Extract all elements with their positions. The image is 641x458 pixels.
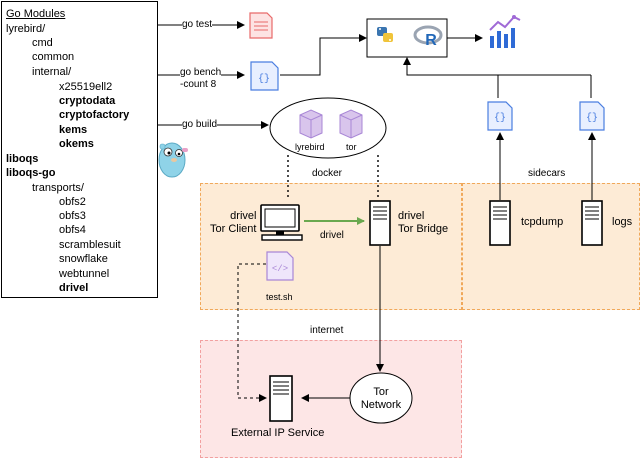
tcpdump-server-icon — [489, 200, 511, 246]
tree-item: obfs2 — [59, 196, 86, 208]
bench-to-analysis-edge — [280, 34, 367, 76]
tree-item: liboqs-go — [6, 167, 56, 179]
tree-item: liboqs — [6, 153, 39, 165]
client-label: drivel Tor Client — [210, 210, 257, 235]
tree-item: cmd — [32, 37, 53, 49]
external-service-label: External IP Service — [231, 427, 325, 439]
go-bench-label: go bench -count 8 — [180, 67, 222, 91]
bridge-server-icon — [369, 200, 391, 246]
gopher-icon — [158, 142, 188, 178]
bridge-label: drivel Tor Bridge — [398, 210, 449, 235]
tcpdump-label: tcpdump — [521, 216, 564, 228]
svg-text:</>: </> — [272, 264, 288, 274]
tree-item: common — [32, 51, 75, 63]
tree-title: Go Modules — [6, 8, 66, 20]
lyrebird-package-icon — [299, 109, 323, 139]
tree-item: snowflake — [59, 253, 108, 265]
svg-text:{}: {} — [258, 73, 270, 85]
svg-text:{}: {} — [586, 112, 598, 124]
tree-item: transports/ — [32, 182, 84, 194]
tree-item: internal/ — [32, 66, 72, 78]
sidecar-to-analysis-edge — [403, 57, 499, 98]
script-label: test.sh — [266, 292, 293, 302]
script-doc-icon: </> — [266, 251, 294, 281]
tree-item: lyrebird/ — [6, 23, 46, 35]
bench-results-doc-icon: {} — [250, 61, 279, 91]
go-modules-tree: Go Modules lyrebird/ cmd common internal… — [1, 1, 158, 298]
tor-package-label: tor — [346, 142, 357, 152]
svg-text:{}: {} — [494, 112, 506, 124]
logs-server-icon — [581, 200, 603, 246]
tree-item: cryptodata — [59, 95, 116, 107]
analytics-chart-icon — [489, 15, 521, 48]
test-results-doc-icon — [249, 12, 273, 39]
go-build-label: go build — [182, 119, 218, 131]
tree-item: okems — [59, 138, 94, 150]
tree-item: drivel — [59, 282, 89, 294]
tree-item: cryptofactory — [59, 109, 130, 121]
tor-package-icon — [339, 109, 363, 139]
drivel-edge-label: drivel — [320, 230, 344, 241]
tree-item: webtunnel — [59, 268, 110, 280]
python-icon — [377, 27, 393, 42]
packages-ellipse — [269, 97, 387, 159]
lyrebird-package-label: lyrebird — [295, 142, 325, 152]
tree-item: x25519ell2 — [59, 81, 113, 93]
docker-region-label: docker — [312, 168, 343, 179]
tree-item: kems — [59, 124, 88, 136]
r-language-icon: R — [413, 25, 443, 49]
svg-text:R: R — [425, 32, 437, 49]
logs-label: logs — [612, 216, 633, 228]
logs-output-doc-icon: {} — [579, 101, 605, 131]
tcpdump-output-doc-icon: {} — [487, 101, 513, 131]
tree-item: obfs3 — [59, 210, 86, 222]
tree-item: obfs4 — [59, 224, 86, 236]
tor-network-label: Tor Network — [360, 386, 402, 411]
go-test-label: go test — [182, 19, 213, 31]
tree-item: scramblesuit — [59, 239, 121, 251]
docker-region — [200, 183, 462, 310]
internet-region-label: internet — [310, 325, 344, 336]
client-computer-icon — [260, 204, 303, 241]
script-to-external-edge — [237, 263, 267, 402]
sidecars-region-label: sidecars — [528, 168, 566, 179]
external-server-icon — [269, 375, 293, 422]
analysis-box — [366, 18, 448, 58]
